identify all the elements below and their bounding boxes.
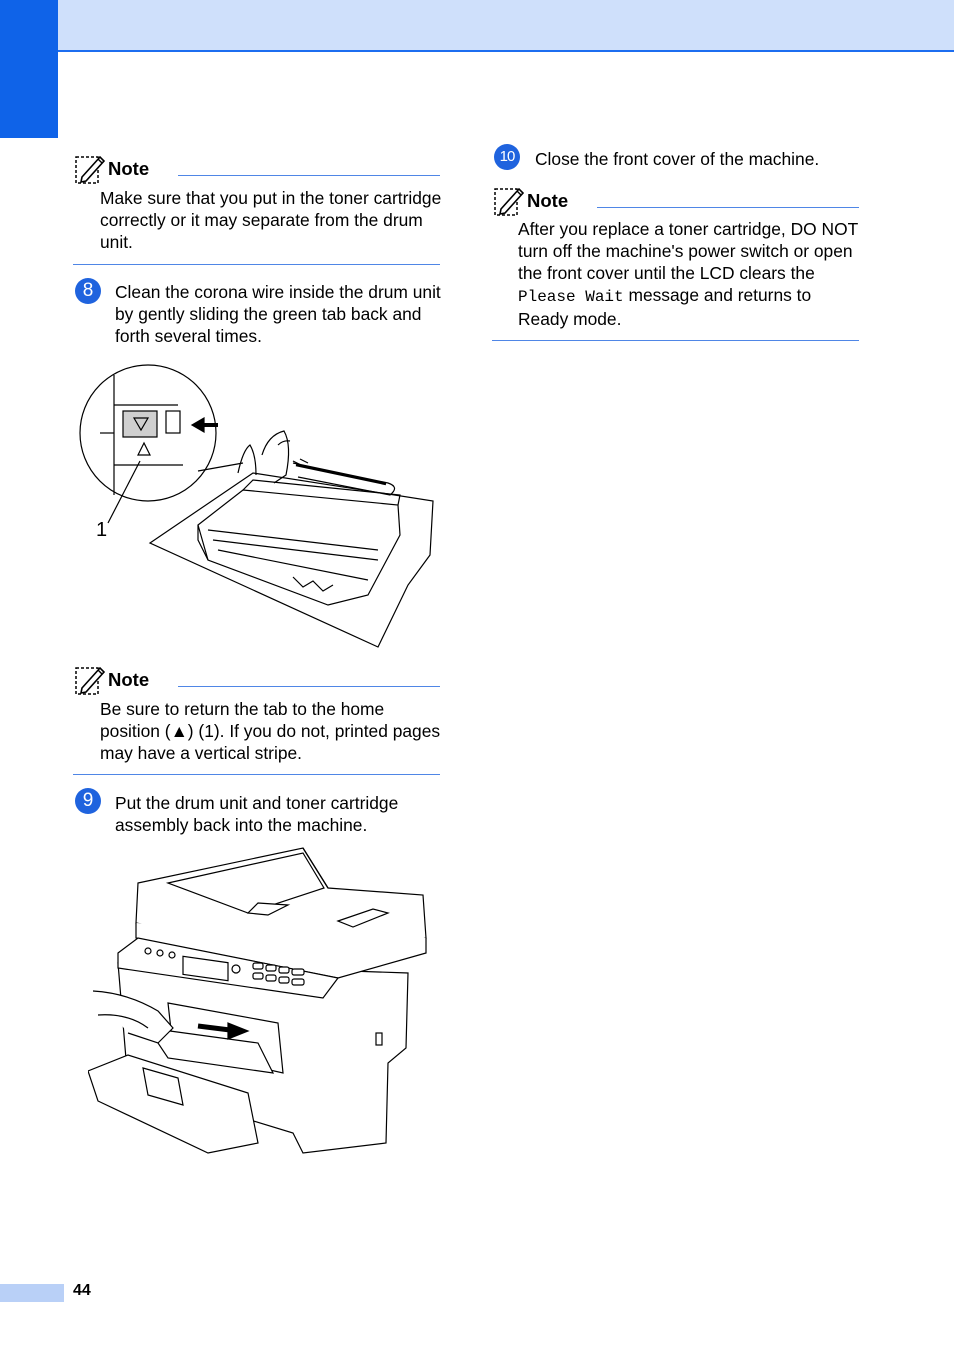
page-number: 44	[73, 1282, 91, 1299]
note-pencil-icon	[75, 666, 106, 695]
step-number-badge: 8	[75, 278, 101, 304]
step-text: Put the drum unit and toner cartridge as…	[115, 793, 399, 835]
note-heading-rule	[597, 207, 859, 208]
note-end-rule	[73, 264, 440, 265]
note-heading-rule	[178, 686, 440, 687]
step-number-badge: 9	[75, 788, 101, 814]
note-text: After you replace a toner cartridge, DO …	[518, 218, 858, 330]
step-number-badge: 10	[494, 144, 520, 170]
chapter-tab	[0, 0, 58, 138]
note-text: Make sure that you put in the toner cart…	[100, 188, 442, 252]
note-text: Be sure to return the tab to the home po…	[100, 699, 441, 763]
footer-band	[0, 1284, 64, 1302]
drum-unit-illustration: 1	[79, 364, 434, 648]
lcd-message: Please Wait	[518, 288, 624, 306]
note-pencil-icon	[494, 187, 525, 216]
note-label: Note	[108, 158, 150, 179]
note-pencil-icon	[75, 155, 106, 184]
note-heading-rule	[178, 175, 440, 176]
note-heading: Note	[493, 184, 568, 218]
note-end-rule	[492, 340, 859, 341]
header-band	[58, 0, 954, 52]
step-text: Close the front cover of the machine.	[535, 149, 820, 169]
note-label: Note	[108, 669, 150, 690]
note-label: Note	[527, 190, 569, 211]
step-text: Clean the corona wire inside the drum un…	[115, 282, 441, 346]
callout-1-label: 1	[96, 519, 107, 541]
note-heading: Note	[74, 152, 149, 186]
note-end-rule	[73, 774, 440, 775]
printer-illustration	[88, 847, 427, 1154]
note-text-part: After you replace a toner cartridge, DO …	[518, 219, 858, 283]
note-text-part: message and returns to Ready mode.	[518, 285, 812, 329]
note-heading: Note	[74, 663, 149, 697]
